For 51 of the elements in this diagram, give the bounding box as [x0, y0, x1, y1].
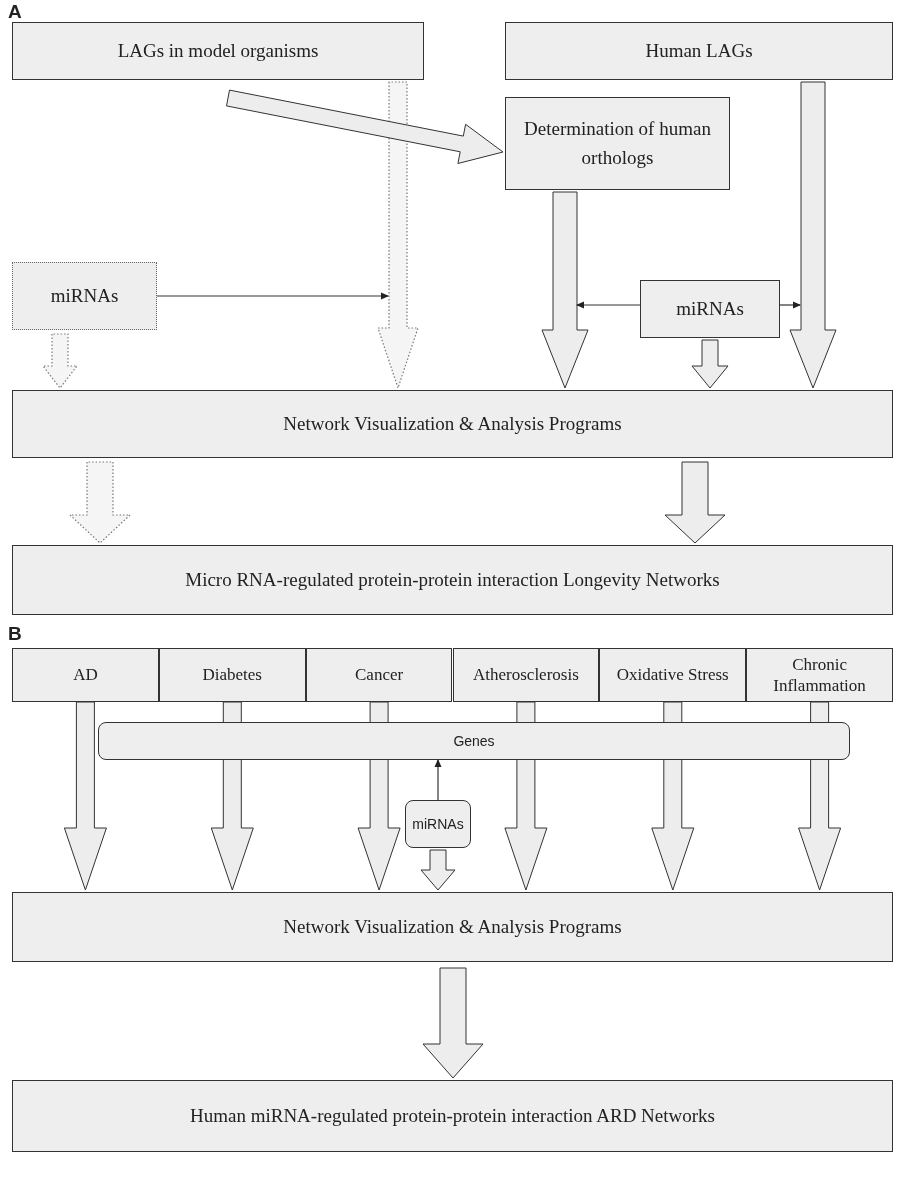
process-box [640, 280, 780, 338]
node-text: Network Visualization & Analysis Programs [283, 914, 622, 939]
process-box [12, 1080, 893, 1152]
arrow [156, 292, 389, 300]
block-arrow [664, 461, 726, 544]
block-arrow [420, 849, 456, 891]
block-arrow [691, 339, 729, 389]
node-text: miRNAs [50, 283, 119, 308]
category-cell [599, 648, 747, 702]
node-text: miRNAs [676, 296, 744, 321]
node-text: Human LAGs [645, 38, 753, 63]
node-text: Oxidative Stress [616, 664, 729, 686]
node-text: Atherosclerosis [473, 664, 579, 686]
category-cell [12, 648, 159, 702]
category-cell [158, 648, 306, 702]
category-cell [305, 648, 453, 702]
dotted-box [12, 262, 157, 330]
node-text: Human miRNA-regulated protein-protein interaction ARD Networks [190, 1103, 715, 1128]
node-text: LAGs in model organisms [117, 38, 319, 63]
node-text: Network Visualization & Analysis Programs [283, 411, 622, 436]
node-text: Diabetes [202, 664, 262, 686]
node-text: Cancer [355, 664, 404, 686]
rounded-box [98, 722, 850, 760]
node-text: Determination of human orthologs [523, 117, 712, 170]
process-box [505, 97, 730, 190]
block-arrow [377, 81, 419, 390]
block-arrow [789, 81, 837, 389]
process-box [12, 892, 893, 962]
node-text: AD [73, 664, 98, 686]
node-text: Genes [453, 731, 495, 751]
category-cell [452, 648, 600, 702]
block-arrow [226, 89, 504, 164]
process-box [12, 390, 893, 458]
block-arrow [68, 461, 132, 544]
arrow [576, 301, 641, 309]
process-box [12, 545, 893, 615]
node-text: Micro RNA-regulated protein-protein interaction Longevity Networks [185, 567, 720, 592]
block-arrow [541, 191, 589, 389]
process-box [505, 22, 893, 80]
block-arrow [63, 701, 107, 891]
block-arrow [422, 967, 484, 1079]
node-text: miRNAs [412, 814, 464, 834]
node-text: Chronic Inflammation [772, 653, 867, 697]
block-arrow [41, 333, 79, 389]
arrow [434, 759, 442, 801]
arrow [779, 301, 801, 309]
category-cell [746, 648, 893, 702]
process-box [12, 22, 424, 80]
panel-label: A [8, 2, 22, 21]
rounded-box [405, 800, 471, 848]
panel-label: B [8, 624, 22, 643]
